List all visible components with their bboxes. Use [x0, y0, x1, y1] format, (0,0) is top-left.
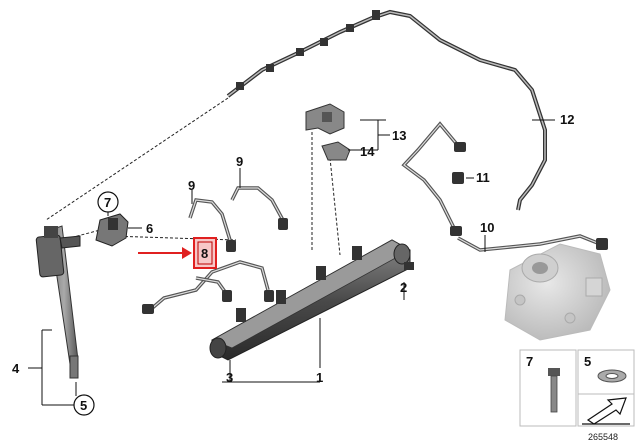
clip-icon: [320, 38, 328, 46]
callout-7[interactable]: 7: [104, 195, 111, 210]
line-fittings: [142, 142, 608, 314]
clip-icon: [296, 48, 304, 56]
callout-7-circle: [97, 191, 119, 213]
hp-pump: [504, 243, 611, 341]
callout-1[interactable]: 1: [316, 370, 323, 385]
callout-5[interactable]: 5: [80, 398, 87, 413]
callout-9-lower[interactable]: 9: [188, 178, 195, 193]
callout-8-highlight[interactable]: [193, 237, 217, 269]
legend-item-5[interactable]: 5: [577, 349, 635, 395]
callout-10[interactable]: 10: [480, 220, 494, 235]
callout-9-upper[interactable]: 9: [236, 154, 243, 169]
bracket-13: [305, 103, 345, 135]
clamp-6: [95, 213, 129, 247]
clip-icon: [266, 64, 274, 72]
clip-icon: [346, 24, 354, 32]
bracket-14: [321, 141, 351, 161]
callout-13[interactable]: 13: [392, 128, 406, 143]
highlight-arrow-icon: [138, 247, 192, 259]
callout-12[interactable]: 12: [560, 112, 574, 127]
assembly-guides: [45, 97, 341, 256]
diagram-number: 265548: [588, 432, 618, 442]
callout-5-circle: [73, 394, 95, 416]
injector: [35, 225, 81, 379]
legend-label-7: 7: [526, 354, 533, 369]
callout-11[interactable]: 11: [476, 170, 490, 185]
callout-14[interactable]: 14: [360, 144, 375, 159]
return-line: [226, 9, 547, 211]
legend-label-5: 5: [584, 354, 591, 369]
legend-item-7[interactable]: 7: [519, 349, 577, 427]
callout-2[interactable]: 2: [400, 280, 407, 295]
callout-3[interactable]: 3: [226, 370, 233, 385]
clip-icon: [236, 82, 244, 90]
legend-arrow-icon: [577, 393, 635, 427]
callout-8[interactable]: 8: [201, 246, 208, 261]
clip-icon: [372, 10, 380, 20]
callout-6[interactable]: 6: [146, 221, 153, 236]
fuel-rail: [209, 239, 414, 361]
hp-lines: [148, 121, 601, 312]
callout-4[interactable]: 4: [12, 361, 20, 376]
leader-lines: [28, 119, 555, 406]
